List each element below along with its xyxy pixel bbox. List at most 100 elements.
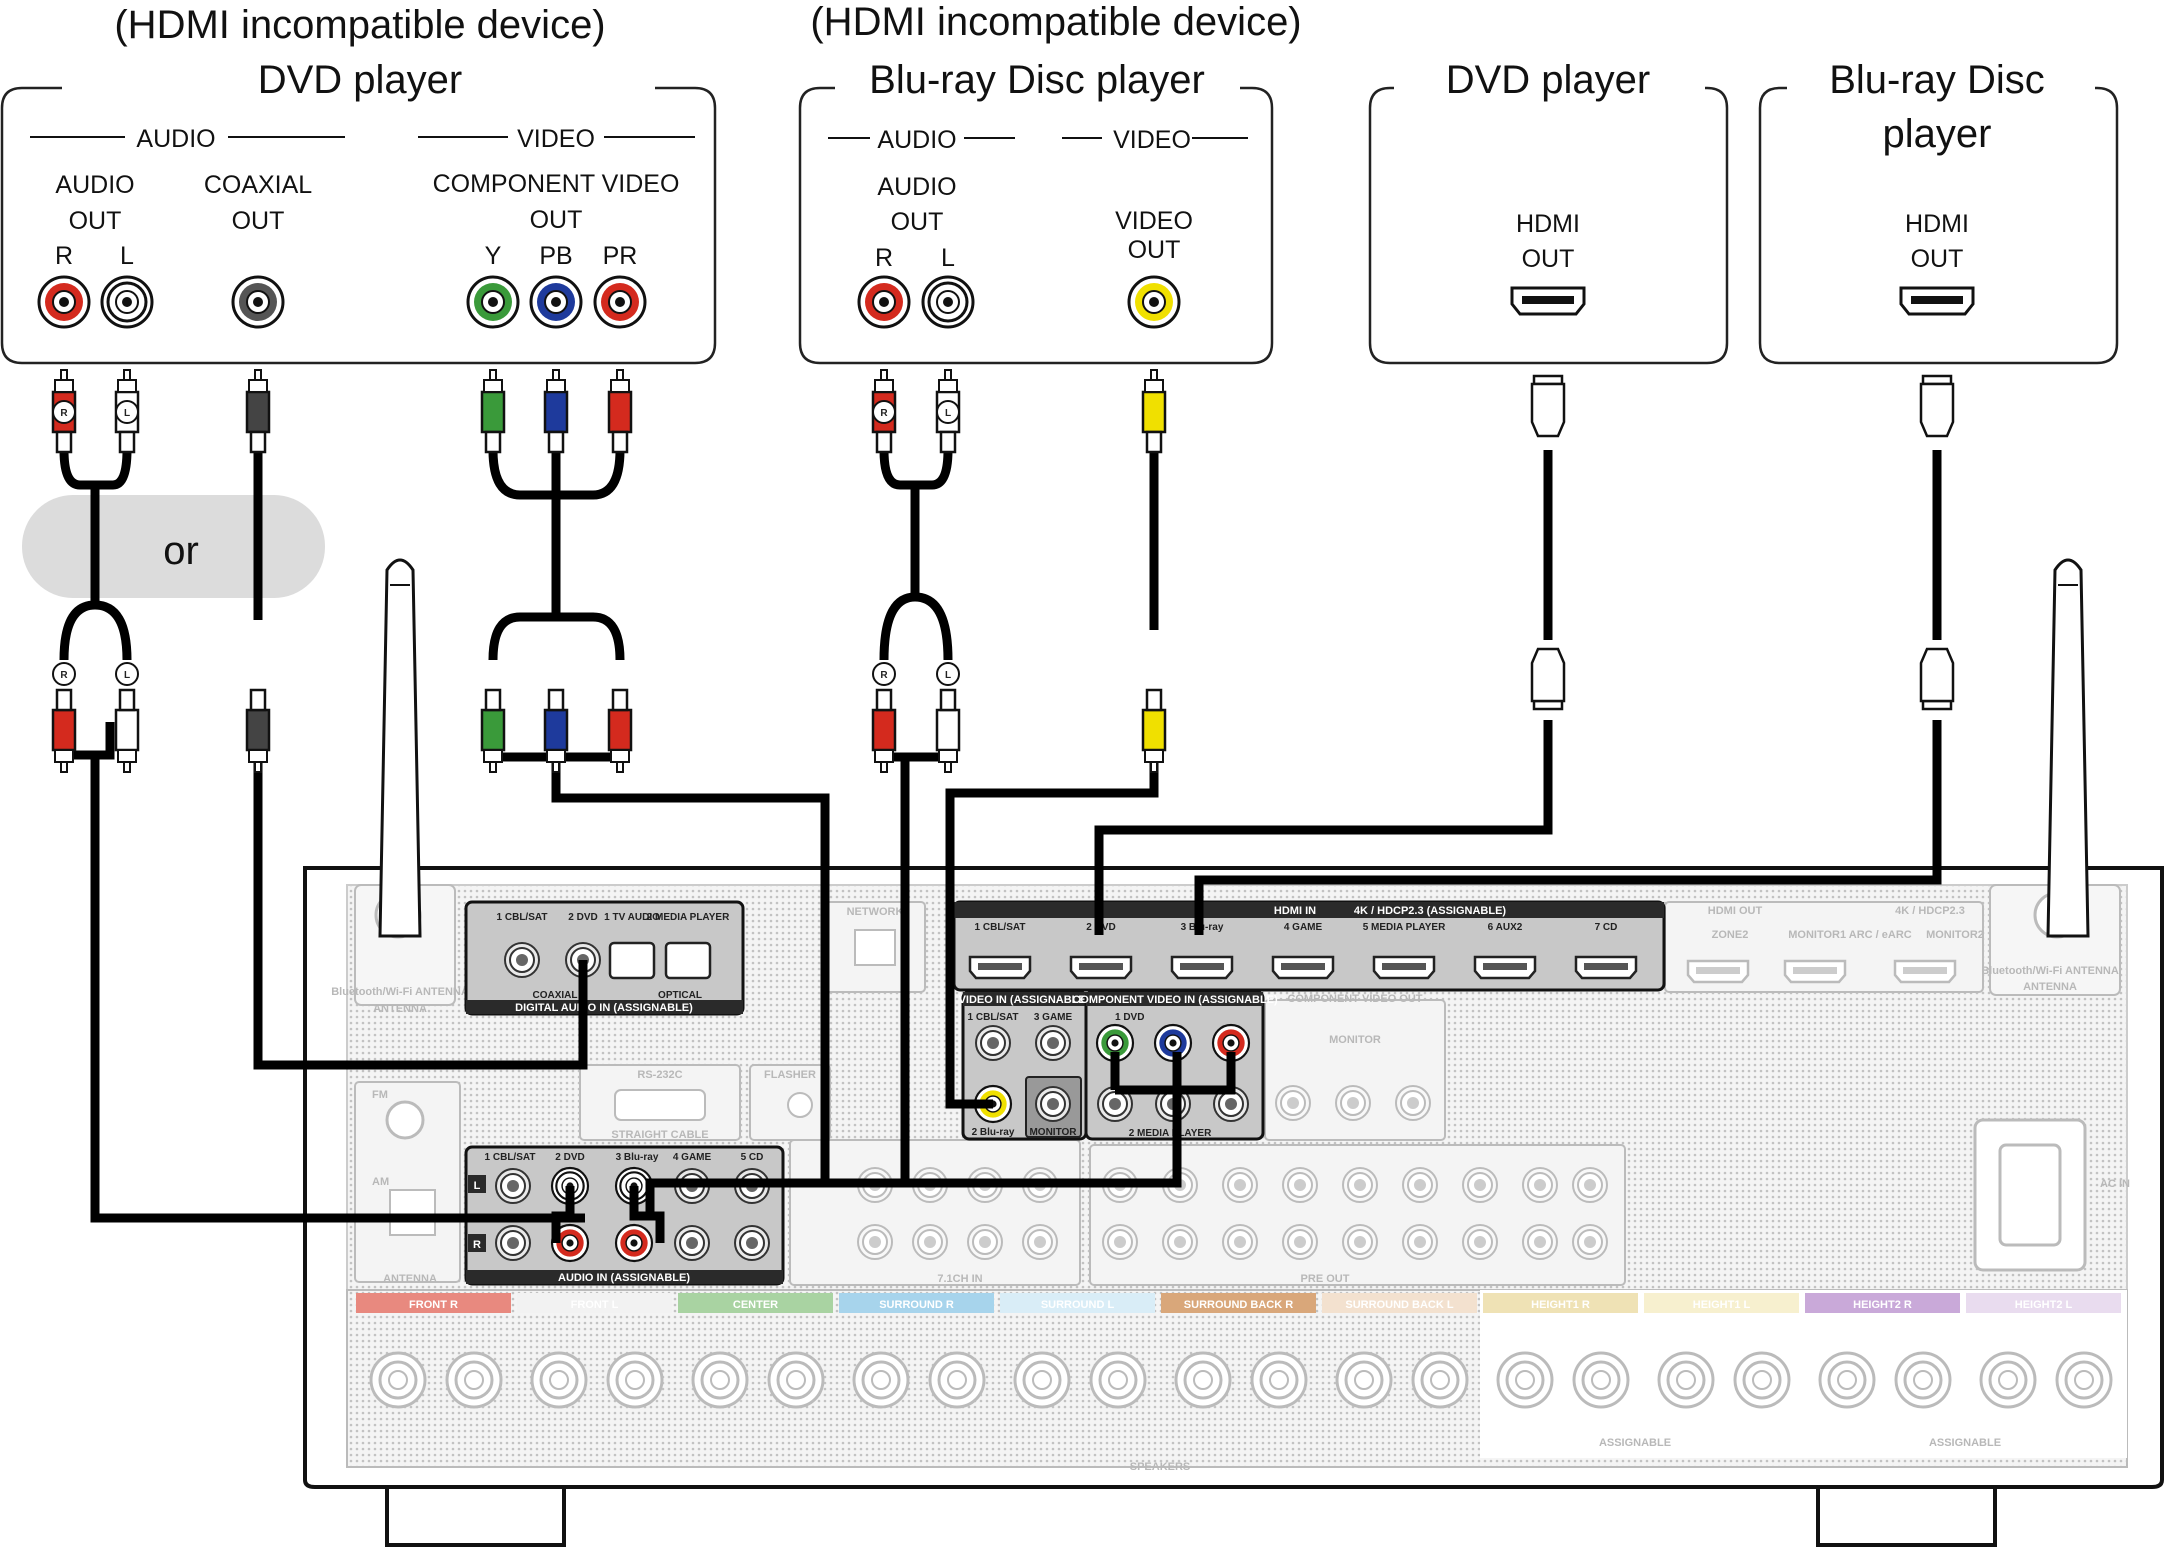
dvd-group-video: VIDEO [517, 125, 595, 153]
bd-video-out-l1: VIDEO [1115, 207, 1193, 235]
audio-in-2: 2 DVD [555, 1152, 584, 1163]
speaker-terminal-8-minus [1572, 1351, 1630, 1409]
audio-in-label: AUDIO IN (ASSIGNABLE) [558, 1272, 690, 1284]
bd-audio-out-l2: OUT [891, 208, 944, 236]
dai-optical-label: OPTICAL [658, 990, 702, 1001]
dai-coaxial-label: COAXIAL [533, 990, 578, 1001]
video-in-block: VIDEO IN (ASSIGNABLE) 1 CBL/SAT 3 GAME 2… [959, 990, 1090, 1141]
hdmi-in-5-label: 5 MEDIA PLAYER [1363, 922, 1446, 933]
dvd-y-label: Y [485, 242, 502, 270]
am-label: AM [372, 1176, 389, 1188]
dvd-coax-plug-top [245, 368, 271, 454]
speaker-label-11: HEIGHT2 L [2015, 1299, 2073, 1311]
dvd-r-label: R [55, 242, 73, 270]
dvd-pb-jack [529, 275, 583, 329]
speaker-label-5: SURROUND L [1041, 1299, 1115, 1311]
right-antenna-label: ANTENNA [2023, 981, 2077, 993]
speaker-terminal-6-minus [1250, 1351, 1308, 1409]
hdmi-in-1-label: 1 CBL/SAT [975, 922, 1026, 933]
svg-text:R: R [60, 408, 68, 419]
speaker-terminal-8-plus [1496, 1351, 1554, 1409]
hdmi-out-monitor1: MONITOR1 ARC / eARC [1788, 929, 1912, 941]
ch71-in-label: 7.1CH IN [937, 1273, 982, 1285]
ac-in-label: AC IN [2100, 1178, 2130, 1190]
dai-input-1: 1 CBL/SAT [497, 912, 548, 923]
component-out-label: COMPONENT VIDEO OUT [1287, 993, 1422, 1005]
assignable-label-2: ASSIGNABLE [1929, 1437, 2001, 1449]
plug-badges: R L R L R L R L [52, 400, 960, 686]
left-antenna-label: ANTENNA [373, 1003, 427, 1015]
speaker-terminal-7-plus [1335, 1351, 1393, 1409]
dvd-audio-cable-to-receiver [90, 755, 585, 1223]
bd-video-out-l2: OUT [1128, 236, 1181, 264]
speaker-tab-10 [1805, 1293, 1960, 1313]
dvd-incompatible-device: (HDMI incompatible device) DVD player AU… [0, 3, 717, 365]
video-in-3-jack [1035, 1025, 1071, 1061]
audio-in-5: 5 CD [741, 1152, 764, 1163]
dvd-pr-jack [593, 275, 647, 329]
speaker-label-10: HEIGHT2 R [1853, 1299, 1912, 1311]
bd-incompat-title: Blu-ray Disc player [869, 58, 1205, 102]
dvd-audio-out-l2: OUT [69, 207, 122, 235]
straight-cable-label: STRAIGHT CABLE [611, 1129, 708, 1141]
hdmi-in-spec: 4K / HDCP2.3 (ASSIGNABLE) [1354, 905, 1507, 917]
bd-l-label: L [941, 244, 955, 272]
bd-hdmi-title-l1: Blu-ray Disc [1829, 58, 2045, 102]
fm-label: FM [372, 1089, 388, 1101]
dvd-l-label: L [120, 242, 134, 270]
video-in-label: VIDEO IN (ASSIGNABLE) [959, 994, 1090, 1006]
hdmi-in-7-port [1574, 955, 1638, 980]
right-bt-antenna-label: Bluetooth/Wi-Fi ANTENNA [1981, 965, 2119, 977]
hdmi-in-7-label: 7 CD [1595, 922, 1618, 933]
video-in-3: 3 GAME [1034, 1012, 1073, 1023]
hdmi-out-monitor2: MONITOR2 [1926, 929, 1984, 941]
dvd-incompat-note: (HDMI incompatible device) [114, 3, 605, 47]
speaker-terminal-9-plus [1657, 1351, 1715, 1409]
speaker-tab-5 [1000, 1293, 1155, 1313]
speaker-tab-11 [1966, 1293, 2121, 1313]
dai-input-3: 1 TV AUDIO [604, 912, 660, 923]
speaker-terminal-3-plus [691, 1351, 749, 1409]
speaker-tab-4 [839, 1293, 994, 1313]
bd-hdmi-box [1758, 86, 2119, 365]
video-in-1: 1 CBL/SAT [968, 1012, 1019, 1023]
hdmi-out-label: HDMI OUT [1708, 905, 1763, 917]
dai-input-2: 2 DVD [568, 912, 597, 923]
left-bt-antenna-label: Bluetooth/Wi-Fi ANTENNA [331, 986, 469, 998]
hdmi-in-4-port [1271, 955, 1335, 980]
speaker-tab-3 [678, 1293, 833, 1313]
speaker-terminal-7-minus [1411, 1351, 1469, 1409]
component-in-2: 2 MEDIA PLAYER [1129, 1128, 1212, 1139]
dvd-hdmi-out-port [1510, 286, 1586, 316]
rs232c-label: RS-232C [637, 1069, 682, 1081]
speaker-label-6: SURROUND BACK R [1184, 1299, 1293, 1311]
dvd-audio-l-jack [100, 275, 154, 329]
speaker-terminal-4-minus [928, 1351, 986, 1409]
dvd-coax-out-l2: OUT [232, 207, 285, 235]
dvd-y-jack [466, 275, 520, 329]
component-in-1: 1 DVD [1115, 1012, 1144, 1023]
speaker-label-9: HEIGHT1 L [1693, 1299, 1751, 1311]
video-in-monitor: MONITOR [1029, 1127, 1077, 1138]
hdmi-out-spec: 4K / HDCP2.3 [1895, 905, 1965, 917]
video-in-monitor-jack [1035, 1086, 1071, 1122]
svg-text:L: L [124, 408, 130, 419]
bd-group-audio: AUDIO [877, 126, 956, 154]
speaker-label-7: SURROUND BACK L [1345, 1299, 1453, 1311]
speaker-label-1: FRONT R [409, 1299, 458, 1311]
bd-hdmi-out-l1: HDMI [1905, 210, 1969, 238]
dvd-incompat-title: DVD player [258, 58, 463, 102]
dvd-comp-out-l1: COMPONENT VIDEO [433, 170, 680, 198]
svg-text:L: L [945, 670, 951, 681]
hdmi-in-block: HDMI IN 4K / HDCP2.3 (ASSIGNABLE) 1 CBL/… [952, 900, 1666, 992]
bd-group-video: VIDEO [1113, 126, 1191, 154]
flasher-label: FLASHER [764, 1069, 816, 1081]
bd-incompat-note: (HDMI incompatible device) [810, 0, 1301, 44]
speaker-tab-6 [1161, 1293, 1316, 1313]
speaker-terminal-11-plus [1979, 1351, 2037, 1409]
dai-input-4: 2 MEDIA PLAYER [647, 912, 730, 923]
speaker-label-3: CENTER [733, 1299, 778, 1311]
receiver-foot-left [385, 1485, 566, 1547]
